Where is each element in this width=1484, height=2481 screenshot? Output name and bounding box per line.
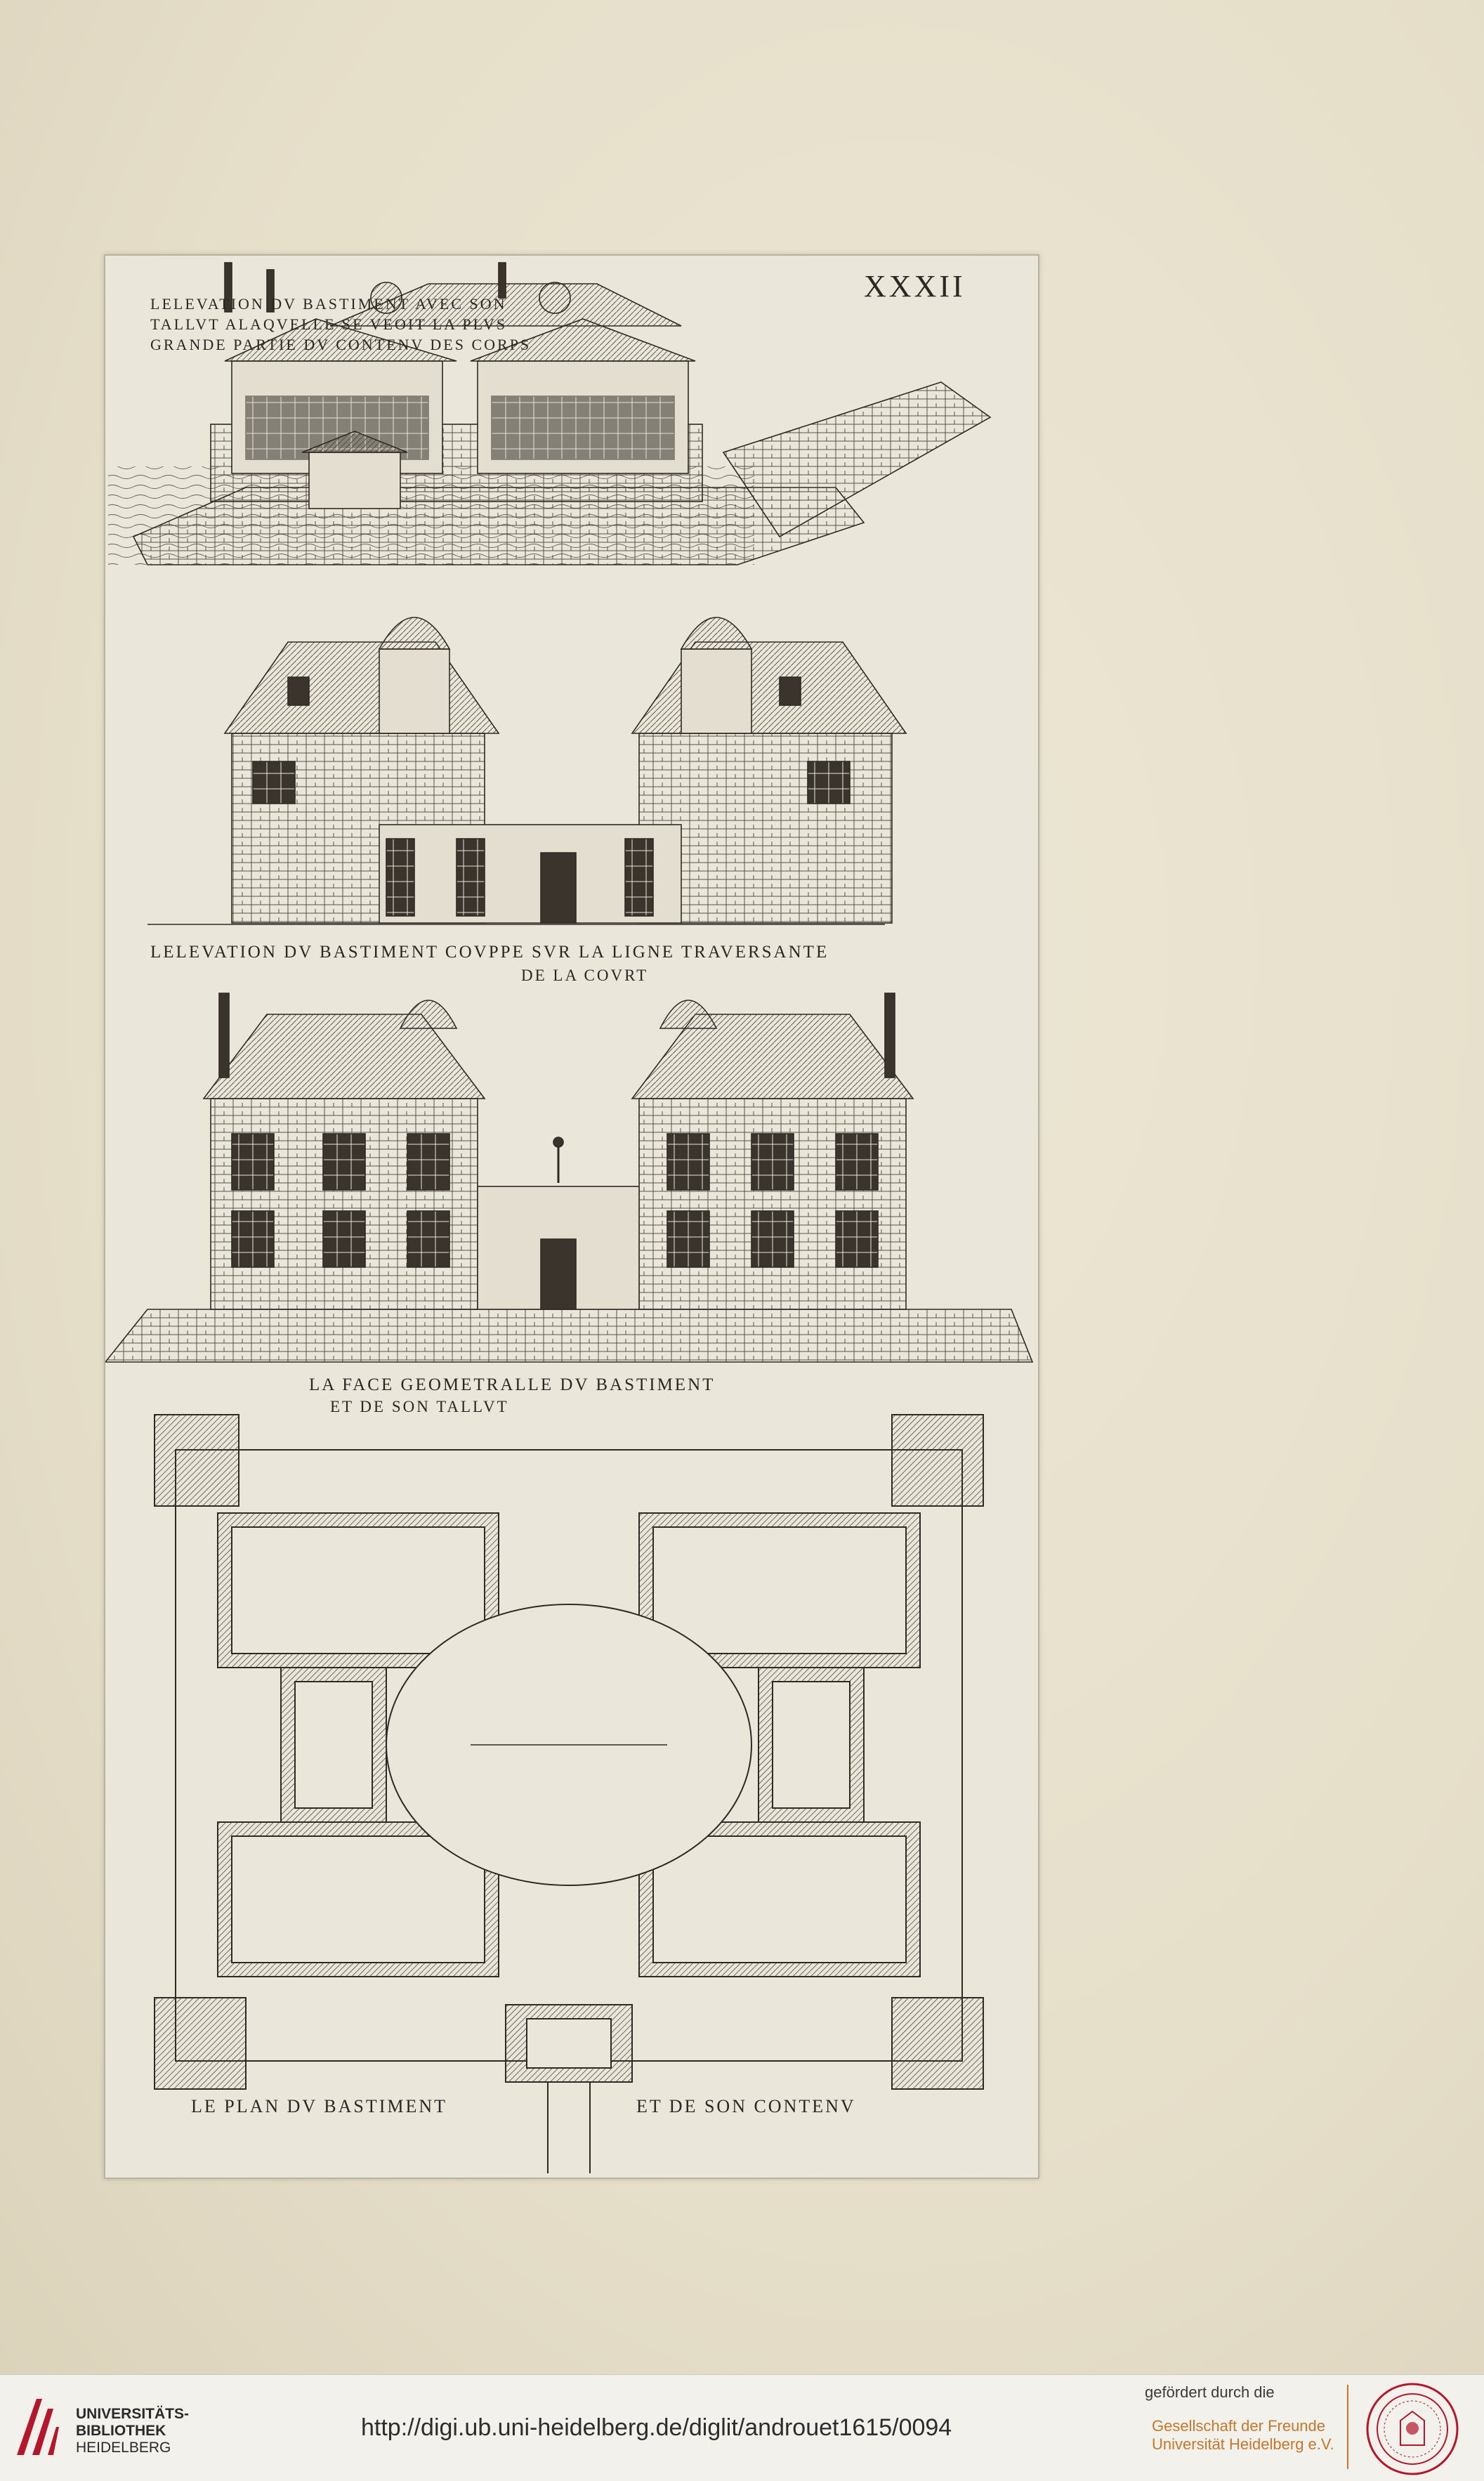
sponsor-name-line2: Universität Heidelberg e.V. [1152,2435,1334,2453]
sponsor-label: gefördert durch die [1145,2383,1275,2401]
library-name[interactable]: UNIVERSITÄTS- BIBLIOTHEK HEIDELBERG [76,2406,189,2456]
footer-divider [1347,2385,1348,2469]
perspective-view [108,262,992,565]
caption-plan-right: et de son contenv [636,2096,856,2116]
university-library-logo-icon [17,2399,59,2455]
sponsor-name-line1: Gesellschaft der Freunde [1152,2417,1326,2435]
caption-section-line2: de la covrt [521,967,649,984]
section-elevation [147,617,907,925]
caption-facade-line1: La face geometralle dv bastiment [309,1375,716,1394]
plate-number: XXXII [864,269,966,303]
library-name-line3: HEIDELBERG [76,2440,171,2456]
viewer-footer: UNIVERSITÄTS- BIBLIOTHEK HEIDELBERG http… [0,2374,1484,2481]
caption-facade-line2: et de son tallvt [330,1398,509,1415]
library-name-line2: BIBLIOTHEK [76,2423,166,2439]
facade-elevation [105,993,1034,1363]
caption-elevation-talus: Lelevation dv bastiment avec son tallvt … [150,295,532,353]
engraving-plate: XXXII Lelevation dv bastiment avec son t… [104,254,1039,2179]
library-name-line1: UNIVERSITÄTS- [76,2406,190,2422]
engraving-artwork [105,262,1034,2173]
sponsor-name[interactable]: Gesellschaft der Freunde Universität Hei… [1152,2417,1334,2454]
caption-section-line1: Lelevation dv bastiment covppe svr la li… [150,943,829,962]
permalink-url[interactable]: http://digi.ub.uni-heidelberg.de/diglit/… [361,2414,952,2441]
caption-plan-left: Le plan dv bastiment [191,2096,448,2116]
university-seal-icon[interactable] [1365,2382,1459,2476]
ground-plan [154,1414,984,2173]
